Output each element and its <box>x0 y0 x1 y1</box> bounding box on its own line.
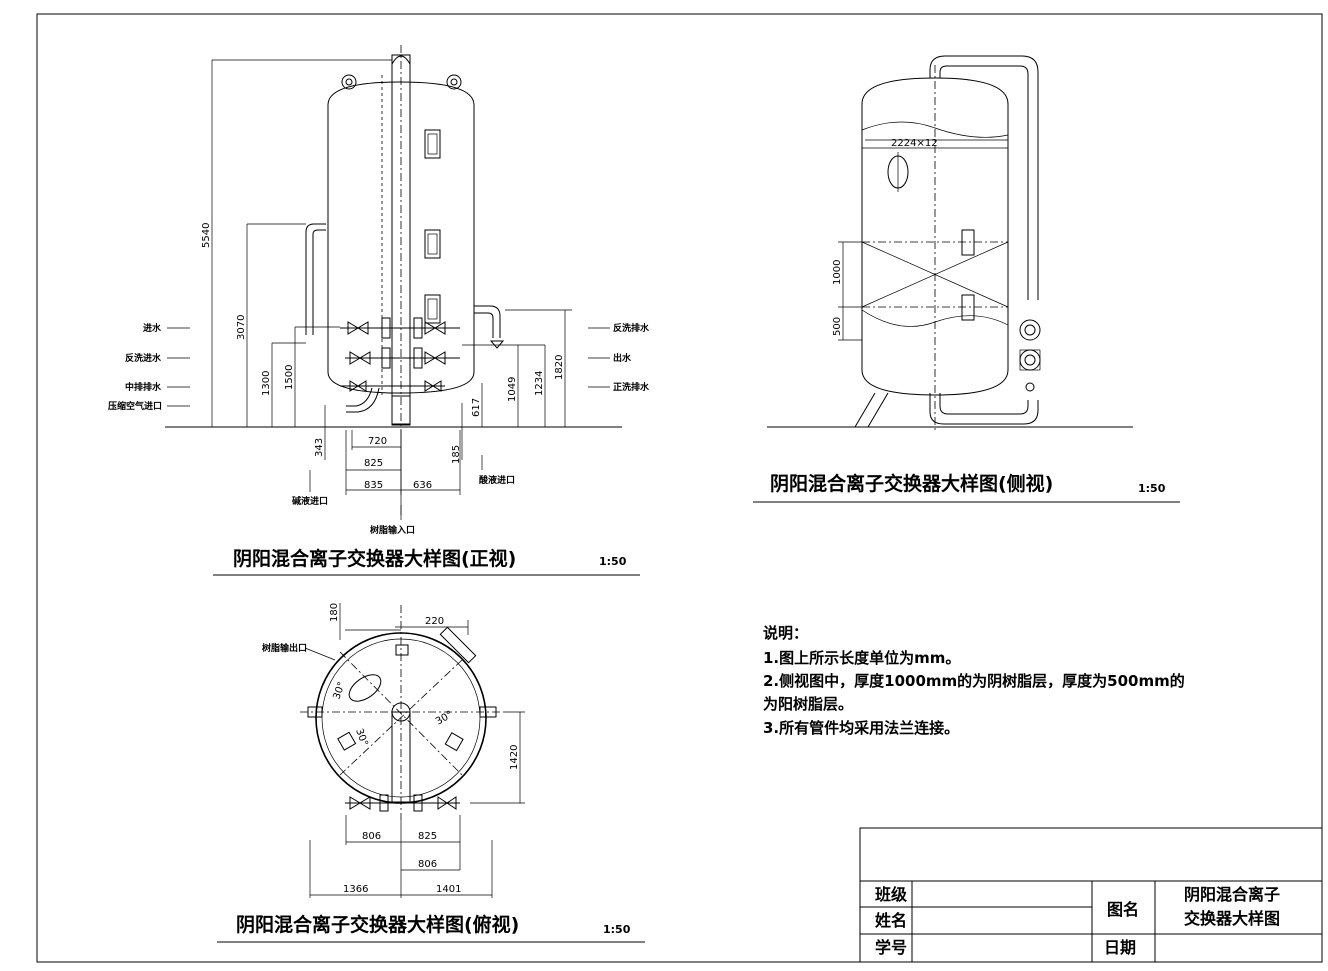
label-rinse-drain: 正洗排水 <box>613 381 650 393</box>
dim-1401: 1401 <box>436 884 461 895</box>
dim-617: 617 <box>471 398 482 417</box>
top-view: 180 220 1420 806 825 806 1366 1401 30° 3… <box>217 603 645 943</box>
note-line-1: 1.图上所示长度单位为mm。 <box>763 649 960 667</box>
label-backwash-out: 反洗排水 <box>613 322 650 334</box>
dim-720: 720 <box>368 436 387 447</box>
dim-3070: 3070 <box>236 315 247 340</box>
vessel-body <box>327 81 475 394</box>
tb-id-label: 学号 <box>875 938 907 957</box>
side-view-title: 阴阳混合离子交换器大样图(侧视) <box>770 472 1053 495</box>
label-acid-in: 酸液进口 <box>479 474 515 486</box>
label-resin-out: 树脂输出口 <box>262 642 307 654</box>
dim-636: 636 <box>413 480 432 491</box>
note-line-2: 2.侧视图中，厚度1000mm的为阴树脂层，厚度为500mm的 <box>763 672 1185 690</box>
tb-drawing-name-2: 交换器大样图 <box>1184 909 1280 928</box>
label-alkali-in: 碱液进口 <box>292 495 328 507</box>
dim-1049: 1049 <box>507 377 518 402</box>
top-view-title: 阴阳混合离子交换器大样图(俯视) <box>236 913 519 936</box>
top-view-scale: 1:50 <box>603 923 631 936</box>
dim-1366: 1366 <box>343 884 368 895</box>
note-line-4: 3.所有管件均采用法兰连接。 <box>763 719 959 737</box>
dim-806-b: 806 <box>418 859 437 870</box>
label-outlet: 出水 <box>613 352 632 364</box>
dim-1420: 1420 <box>509 745 520 770</box>
dim-343: 343 <box>314 438 325 457</box>
front-view-title: 阴阳混合离子交换器大样图(正视) <box>233 547 516 570</box>
notes-heading: 说明： <box>763 624 808 642</box>
note-line-3: 为阳树脂层。 <box>763 695 853 713</box>
tb-drawing-name-1: 阴阳混合离子 <box>1184 885 1280 904</box>
front-view-scale: 1:50 <box>599 555 627 568</box>
side-vessel-body <box>861 77 1009 396</box>
tb-class-label: 班级 <box>875 885 908 904</box>
dim-500: 500 <box>832 317 843 336</box>
label-resin-in: 树脂输入口 <box>370 524 415 536</box>
tb-name-label: 姓名 <box>875 911 907 930</box>
title-block: 班级 姓名 学号 图名 阴阳混合离子 交换器大样图 日期 <box>859 827 1323 963</box>
angle-30-left: 30° <box>331 681 347 701</box>
dim-220: 220 <box>425 616 444 627</box>
notes: 说明： 1.图上所示长度单位为mm。 2.侧视图中，厚度1000mm的为阴树脂层… <box>763 624 1185 737</box>
dim-835: 835 <box>364 480 383 491</box>
side-view: 2224×12 1000 500 阴阳混合离子交换器大样图(侧视) 1:50 <box>753 55 1180 503</box>
dim-180: 180 <box>329 603 340 622</box>
dim-1234: 1234 <box>534 371 545 396</box>
tb-drawing-name-label: 图名 <box>1107 900 1139 919</box>
label-mid-drain: 中排排水 <box>125 381 162 393</box>
label-air-in: 压缩空气进口 <box>108 400 162 412</box>
dim-1820: 1820 <box>554 355 565 380</box>
dim-1500: 1500 <box>284 365 295 390</box>
dim-diameter: 2224×12 <box>891 138 938 149</box>
side-view-scale: 1:50 <box>1138 482 1166 495</box>
dim-5540: 5540 <box>201 223 212 248</box>
dim-825-top: 825 <box>418 831 437 842</box>
dim-806-a: 806 <box>362 831 381 842</box>
label-inlet: 进水 <box>143 322 162 334</box>
angle-30-mid: 30° <box>353 727 369 747</box>
tb-date-label: 日期 <box>1104 938 1136 957</box>
dim-1300: 1300 <box>261 371 272 396</box>
dim-1000: 1000 <box>832 260 843 285</box>
label-backwash-in: 反洗进水 <box>125 352 162 364</box>
dim-185: 185 <box>451 445 462 464</box>
sheet-border <box>36 13 1323 963</box>
front-view: 5540 3070 1300 1500 343 185 617 1049 123… <box>108 45 650 576</box>
dim-825: 825 <box>364 458 383 469</box>
